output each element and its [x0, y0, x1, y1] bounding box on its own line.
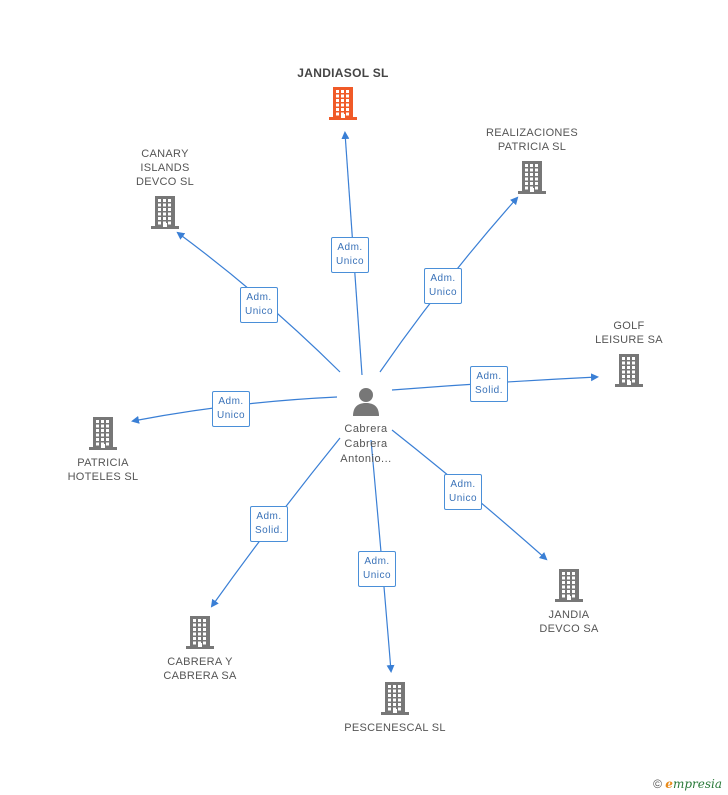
company-name: PESCENESCAL SL — [344, 722, 446, 734]
relation-label-pescenescal[interactable]: Adm. Unico — [358, 551, 397, 587]
company-node-jandia[interactable]: JANDIA DEVCO SA — [509, 568, 629, 636]
company-node-realizaciones[interactable]: REALIZACIONES PATRICIA SL — [472, 126, 592, 194]
building-icon — [329, 87, 357, 120]
building-icon — [518, 161, 546, 194]
company-node-pescenescal[interactable]: PESCENESCAL SL — [335, 681, 455, 735]
relation-label-patricia[interactable]: Adm. Unico — [212, 391, 251, 427]
person-node[interactable]: Cabrera Cabrera Antonio... — [318, 386, 414, 467]
building-icon — [615, 354, 643, 387]
company-name: CANARY ISLANDS DEVCO SL — [135, 148, 195, 188]
company-node-jandiasol[interactable]: JANDIASOL SL — [283, 66, 403, 120]
brand-name: mpresia — [672, 777, 722, 791]
relation-label-realizaciones[interactable]: Adm. Unico — [424, 268, 463, 304]
person-icon — [353, 388, 379, 416]
company-node-patricia[interactable]: PATRICIA HOTELES SL — [43, 416, 163, 484]
relation-label-jandiasol[interactable]: Adm. Unico — [331, 237, 370, 273]
relation-label-cabrera[interactable]: Adm. Solid. — [250, 506, 289, 542]
company-name: JANDIA DEVCO SA — [539, 609, 599, 635]
company-name: REALIZACIONES PATRICIA SL — [486, 127, 578, 153]
company-name: JANDIASOL SL — [297, 66, 389, 80]
copyright-symbol: © — [653, 777, 662, 791]
building-icon — [151, 196, 179, 229]
building-icon — [89, 417, 117, 450]
company-node-cabrera[interactable]: CABRERA Y CABRERA SA — [140, 615, 260, 683]
building-icon — [186, 616, 214, 649]
company-node-golf[interactable]: GOLF LEISURE SA — [569, 319, 689, 387]
company-name: CABRERA Y CABRERA SA — [163, 656, 237, 682]
building-icon — [381, 682, 409, 715]
footer-brand: © empresia — [653, 777, 722, 791]
relation-label-canary[interactable]: Adm. Unico — [240, 287, 279, 323]
company-name: GOLF LEISURE SA — [595, 320, 663, 346]
company-name: PATRICIA HOTELES SL — [67, 457, 139, 483]
brand-e: e — [665, 777, 673, 791]
building-icon — [555, 569, 583, 602]
relation-label-golf[interactable]: Adm. Solid. — [470, 366, 509, 402]
relation-label-jandia[interactable]: Adm. Unico — [444, 474, 483, 510]
person-name: Cabrera Cabrera Antonio... — [340, 423, 392, 465]
company-node-canary[interactable]: CANARY ISLANDS DEVCO SL — [105, 147, 225, 229]
